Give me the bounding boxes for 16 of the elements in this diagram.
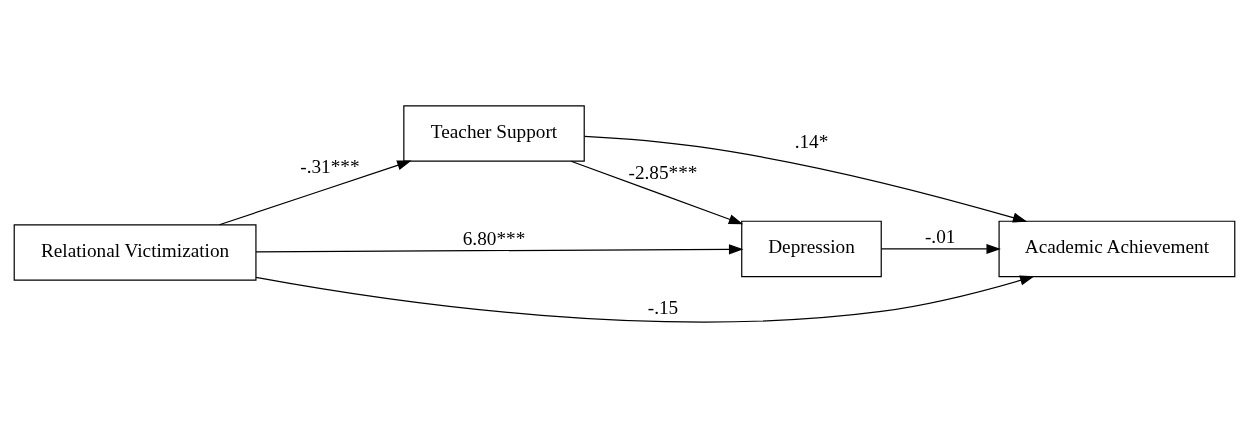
arrow bbox=[880, 243, 1001, 254]
node-box: Depression bbox=[741, 220, 882, 278]
edge-label: -.01 bbox=[924, 225, 956, 247]
node-box: Academic Achievement bbox=[998, 220, 1236, 278]
edge-label: .14* bbox=[794, 130, 829, 152]
node-box: Relational Victimization bbox=[13, 224, 257, 281]
arrow bbox=[218, 160, 412, 226]
arrow bbox=[255, 244, 744, 255]
arrow bbox=[570, 160, 744, 225]
arrow bbox=[255, 275, 1035, 323]
edge-label: 6.80*** bbox=[462, 228, 526, 250]
arrow bbox=[583, 135, 1028, 223]
node-box: Teacher Support bbox=[403, 105, 585, 162]
edge-label: -.31*** bbox=[300, 155, 360, 177]
edge-label: -2.85*** bbox=[628, 161, 698, 183]
edge-label: -.15 bbox=[647, 296, 679, 318]
